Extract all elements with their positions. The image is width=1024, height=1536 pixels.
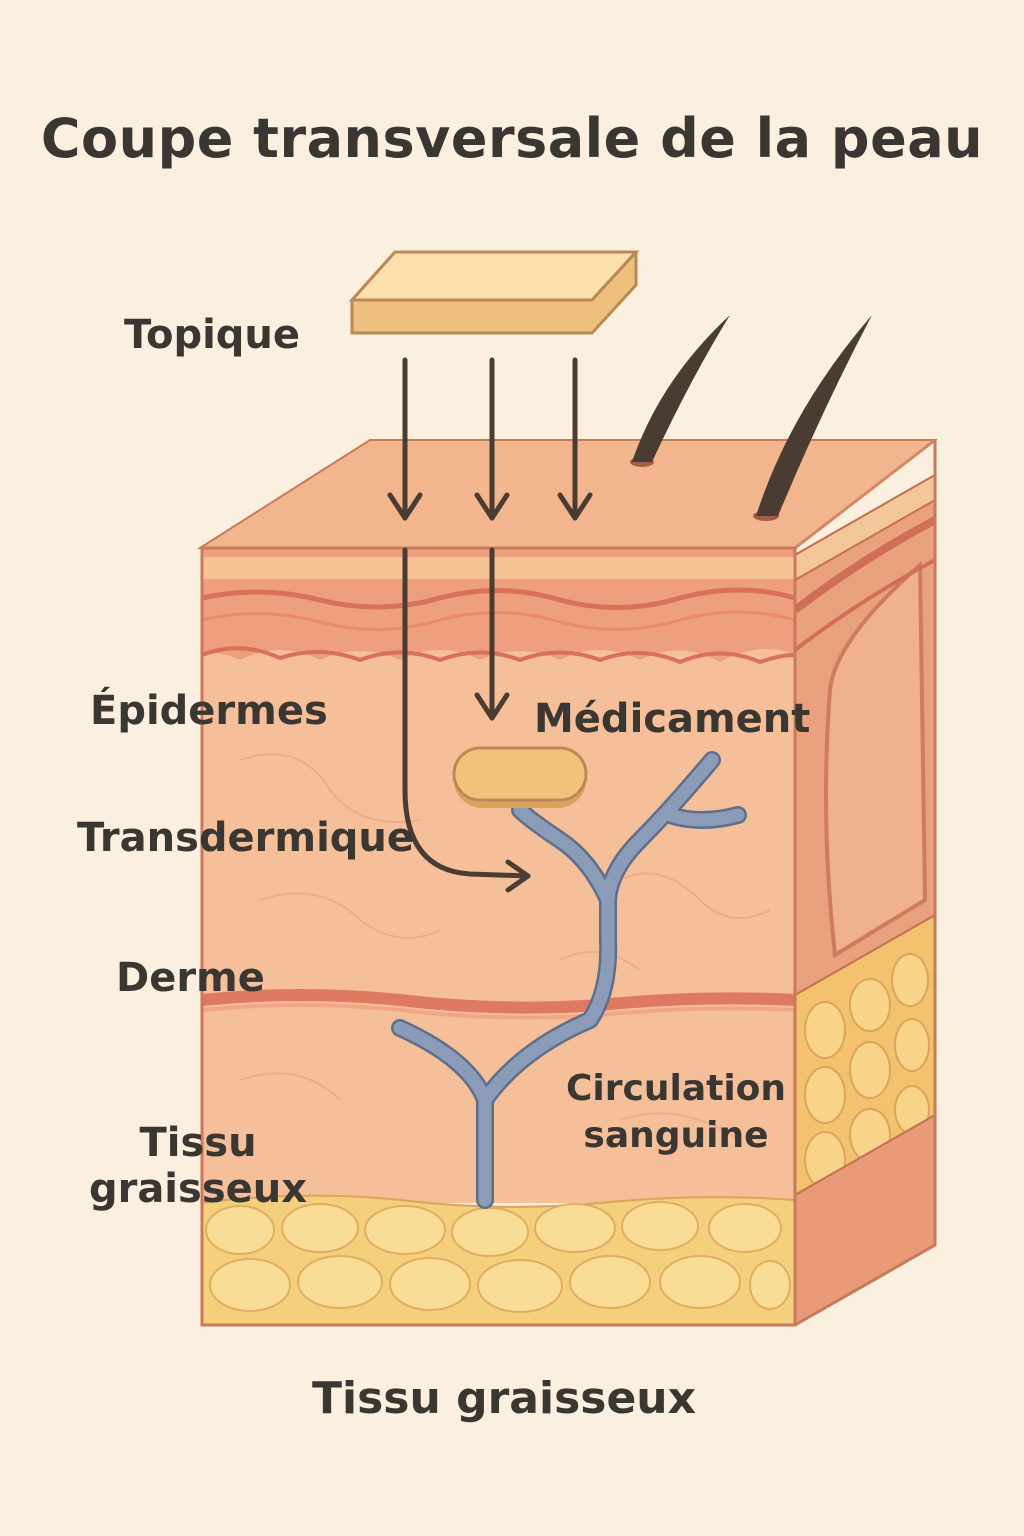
- dermis-capillaries: [239, 753, 771, 1141]
- blood-vessel-icon: [391, 751, 747, 1209]
- right-face-fat-cells: [804, 953, 930, 1189]
- label-topique: Topique: [124, 312, 301, 358]
- label-tissu-graisseux-left: Tissu graisseux: [88, 1120, 308, 1212]
- label-transdermique: Transdermique: [77, 815, 415, 861]
- label-circulation-sanguine: Circulation sanguine: [566, 1066, 786, 1160]
- dermis-lower-band: [201, 989, 796, 1014]
- label-derme: Derme: [116, 955, 265, 1001]
- label-circulation-line1: Circulation: [566, 1068, 787, 1109]
- front-fat-cells: [205, 1201, 791, 1313]
- right-face-dermis-inner: [824, 560, 928, 959]
- skin-block: [196, 438, 938, 1327]
- topical-patch-icon: [348, 250, 640, 335]
- top-face: [196, 439, 938, 549]
- label-tissu-line2: graisseux: [88, 1166, 308, 1212]
- drug-capsule-icon: [452, 746, 588, 808]
- penetration-arrows: [387, 357, 593, 893]
- label-circulation-line2: sanguine: [583, 1114, 769, 1156]
- page-title: Coupe transversale de la peau: [40, 107, 984, 170]
- label-tissu-line1: Tissu: [139, 1120, 257, 1166]
- hair-strand-icon: [630, 315, 872, 521]
- label-tissu-graisseux-bottom: Tissu graisseux: [311, 1373, 696, 1424]
- label-medicament: Médicament: [534, 696, 811, 742]
- label-epidermes: Épidermes: [90, 688, 328, 734]
